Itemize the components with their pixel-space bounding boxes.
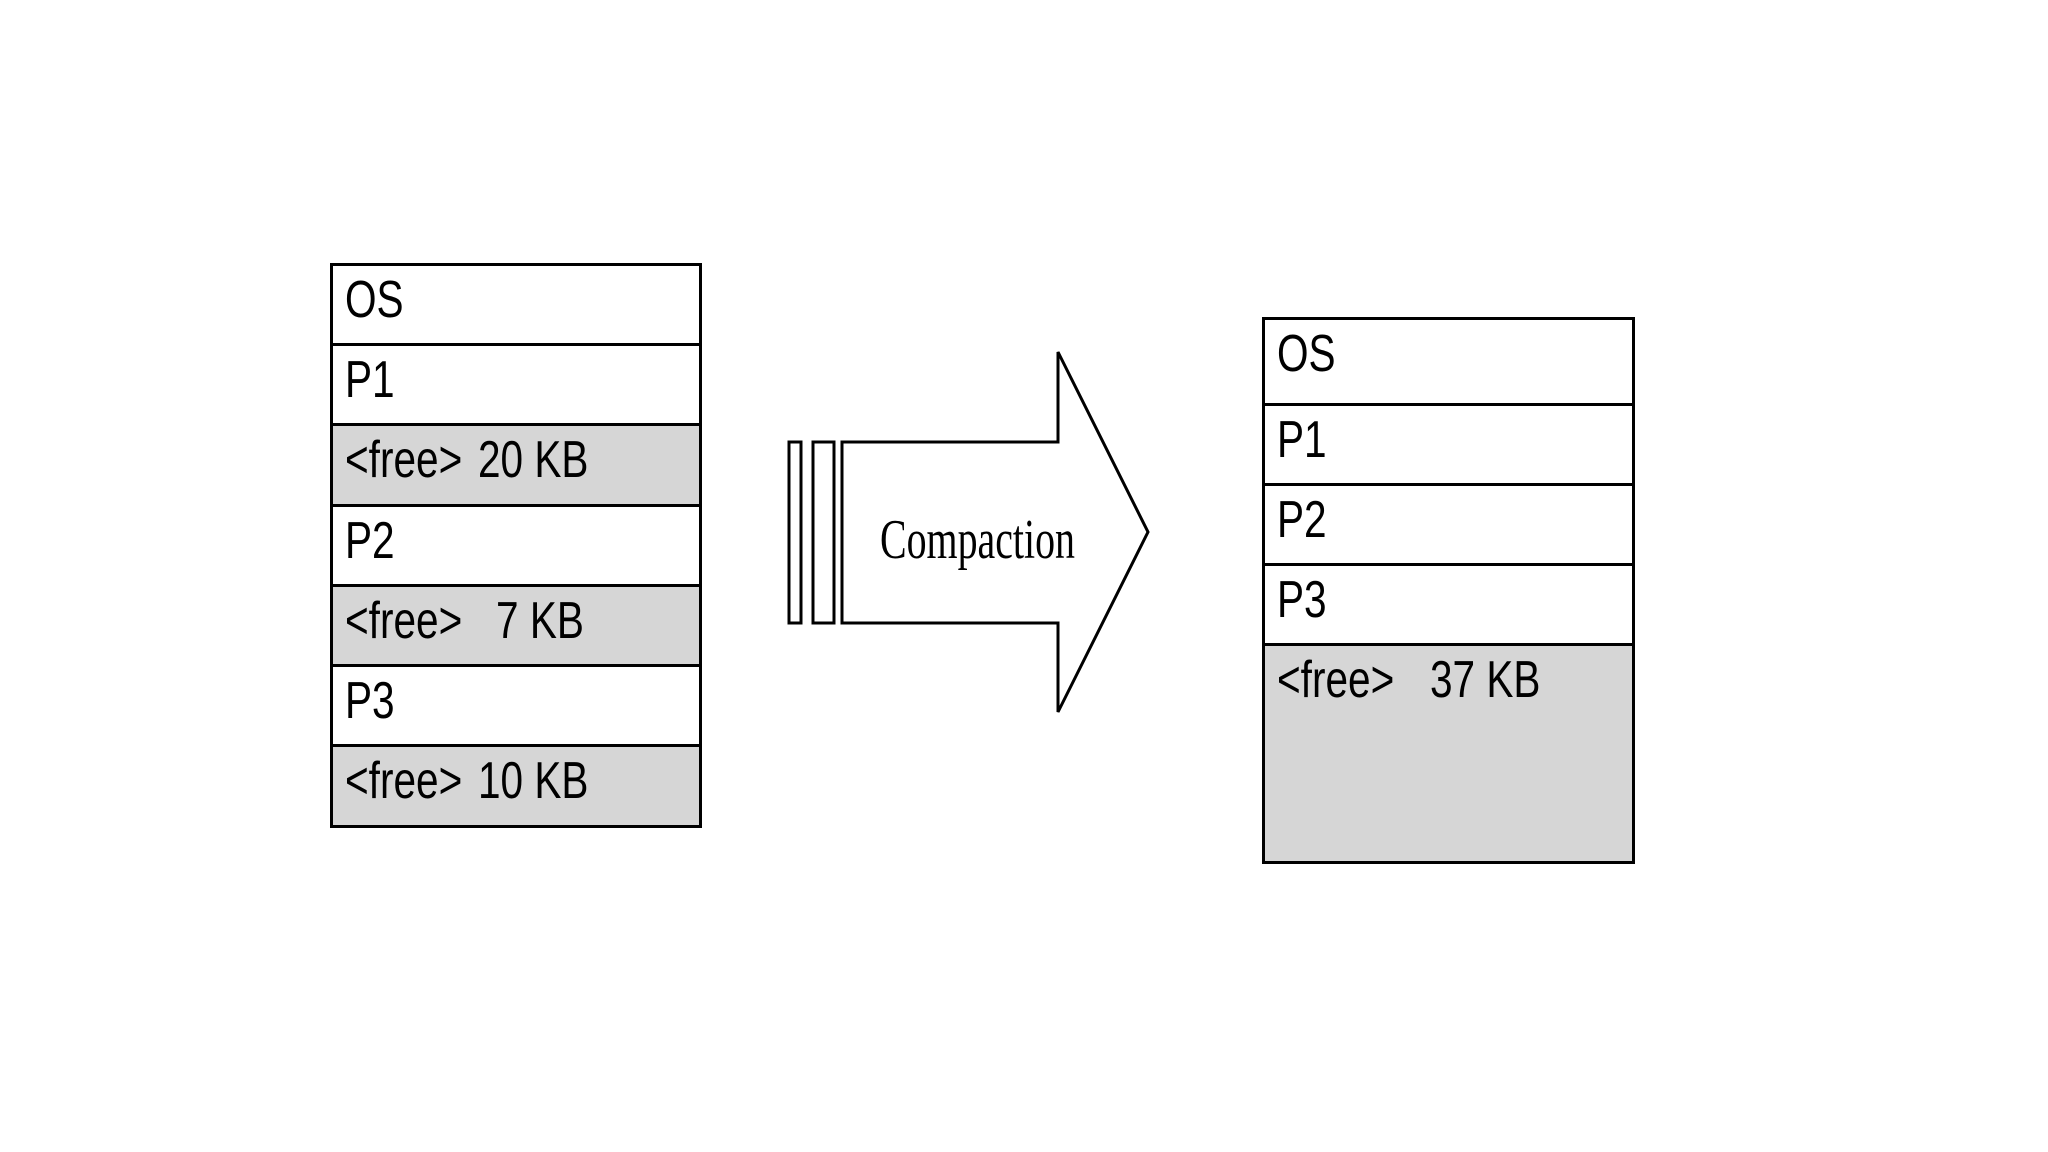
block-size: 20 KB [478,431,589,489]
memory-block-free-3: <free> 10 KB [333,747,699,825]
block-label: P1 [345,351,395,409]
block-label: <free> [1277,651,1395,709]
arrow-label: Compaction [880,509,1075,571]
memory-before: OS P1 <free> 20 KB P2 <free> 7 KB P3 <fr… [330,263,702,828]
memory-block-os: OS [333,266,699,346]
memory-block-free-1: <free> 20 KB [333,426,699,507]
block-label: P2 [1277,491,1327,549]
block-size: 37 KB [1430,651,1541,709]
memory-block-p1: P1 [1265,406,1632,486]
arrow-tail-bar [787,440,803,625]
memory-block-p2: P2 [333,507,699,587]
block-label: P1 [1277,411,1327,469]
block-label: P3 [1277,571,1327,629]
memory-block-os: OS [1265,320,1632,406]
block-label: <free> [345,752,463,810]
arrow-tail-bar [811,440,836,625]
memory-block-free: <free> 37 KB [1265,646,1632,861]
memory-block-p3: P3 [1265,566,1632,646]
block-label: P3 [345,672,395,730]
block-label: <free> [345,431,463,489]
block-label: <free> [345,592,463,650]
compaction-arrow-icon: Compaction [787,351,1150,713]
block-label: P2 [345,512,395,570]
block-size: 7 KB [496,592,584,650]
block-label: OS [345,271,404,329]
memory-after: OS P1 P2 P3 <free> 37 KB [1262,317,1635,864]
memory-block-p1: P1 [333,346,699,426]
arrow-body [840,351,1150,713]
memory-block-free-2: <free> 7 KB [333,587,699,667]
block-size: 10 KB [478,752,589,810]
block-label: OS [1277,325,1336,383]
memory-block-p3: P3 [333,667,699,747]
memory-block-p2: P2 [1265,486,1632,566]
